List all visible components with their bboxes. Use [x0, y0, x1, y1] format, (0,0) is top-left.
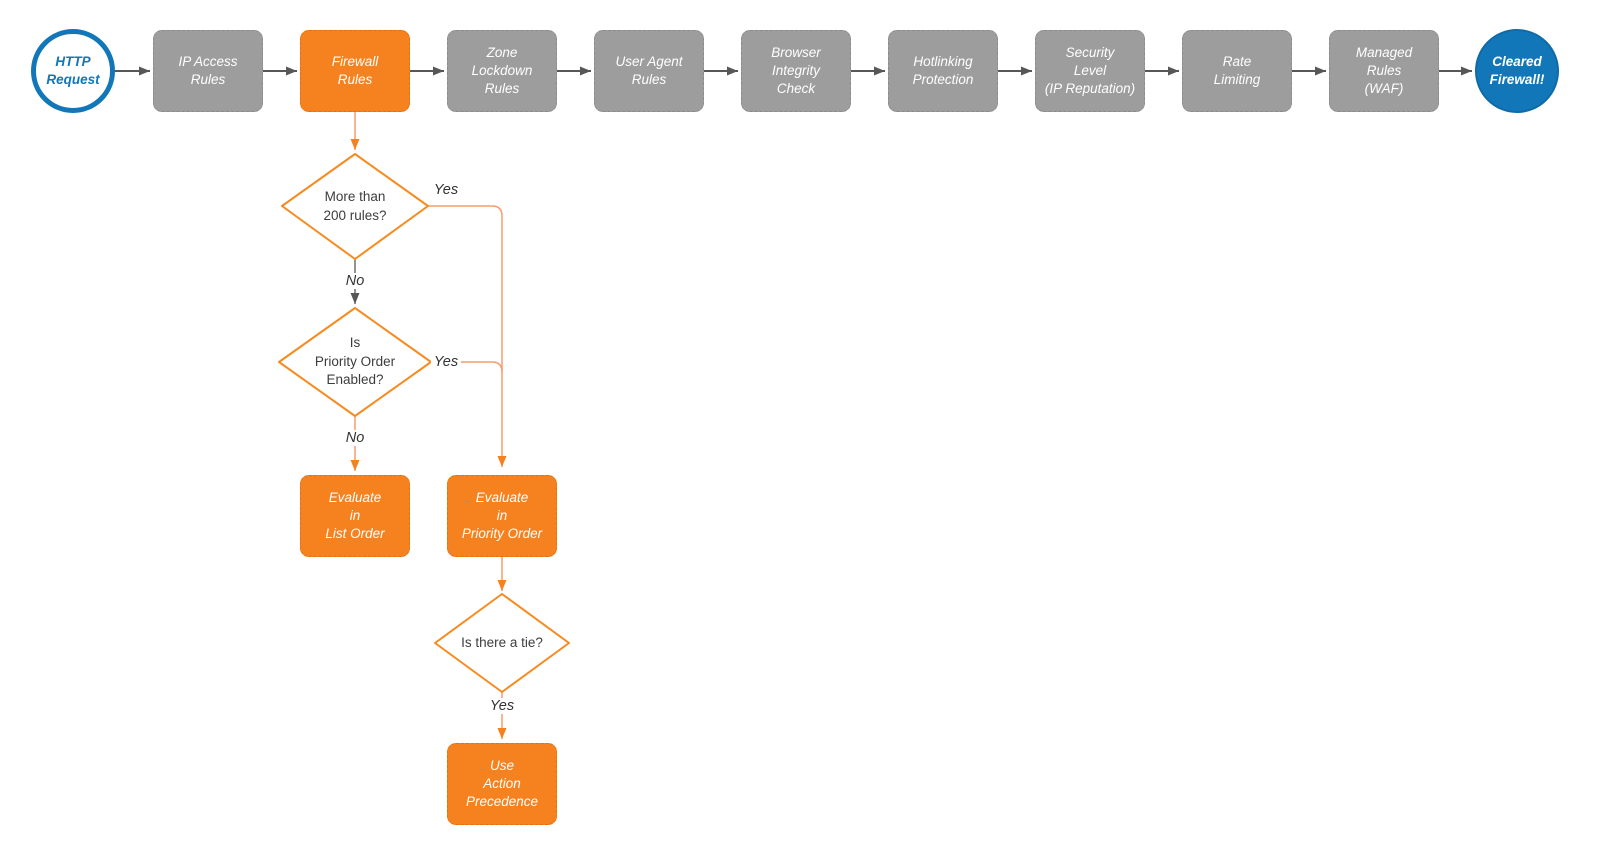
edge-decision2-yes-join [431, 361, 503, 373]
stage-security-level-ip-reputation: Security Level (IP Reputation) [1035, 30, 1145, 112]
action-evaluate-in-priority-order: Evaluate in Priority Order [447, 475, 557, 557]
stage-label: User Agent Rules [615, 54, 683, 87]
stage-ip-access-rules: IP Access Rules [153, 30, 263, 112]
stage-browser-integrity-check: Browser Integrity Check [741, 30, 851, 112]
stage-hotlinking-protection: Hotlinking Protection [888, 30, 998, 112]
decision-is-there-a-tie-shape [434, 593, 570, 693]
action-evaluate-in-list-order: Evaluate in List Order [300, 475, 410, 557]
decision-is-there-a-tie: Is there a tie? [435, 594, 569, 692]
stage-label: Browser Integrity Check [771, 45, 821, 96]
edge-label-decision2-yes: Yes [430, 354, 462, 370]
stage-label: Firewall Rules [331, 54, 379, 87]
decision-priority-order-enabled: Is Priority Order Enabled? [279, 308, 431, 416]
action-label: Use Action Precedence [465, 758, 539, 809]
start-node-http-request: HTTP Request [31, 29, 115, 113]
edge-label-decision2-no: No [342, 430, 368, 446]
edge-label-decision1-no: No [342, 273, 368, 289]
stage-label: Managed Rules (WAF) [1355, 45, 1413, 96]
decision-label: Is there a tie? [461, 634, 543, 650]
stage-user-agent-rules: User Agent Rules [594, 30, 704, 112]
stage-label: IP Access Rules [178, 54, 238, 87]
stage-label: Zone Lockdown Rules [471, 45, 533, 96]
stage-label: Hotlinking Protection [912, 54, 974, 87]
edge-decision1-yes-to-priority-order [428, 205, 507, 467]
stage-rate-limiting: Rate Limiting [1182, 30, 1292, 112]
stage-managed-rules-waf: Managed Rules (WAF) [1329, 30, 1439, 112]
stage-label: Security Level (IP Reputation) [1044, 45, 1136, 96]
stage-zone-lockdown-rules: Zone Lockdown Rules [447, 30, 557, 112]
decision-priority-order-enabled-shape [278, 307, 432, 417]
end-node-cleared-firewall: Cleared Firewall! [1475, 29, 1559, 113]
edge-label-decision1-yes: Yes [430, 182, 462, 198]
decision-label: More than 200 rules? [323, 188, 387, 223]
edge-label-decision3-yes: Yes [486, 698, 518, 714]
action-label: Evaluate in Priority Order [461, 490, 543, 541]
decision-more-than-200-rules: More than 200 rules? [282, 154, 428, 259]
action-use-action-precedence: Use Action Precedence [447, 743, 557, 825]
action-label: Evaluate in List Order [325, 490, 385, 541]
decision-label: Is Priority Order Enabled? [314, 334, 396, 388]
stage-label: Rate Limiting [1213, 54, 1261, 87]
start-node-label: HTTP Request [46, 54, 100, 87]
end-node-label: Cleared Firewall! [1489, 54, 1545, 87]
stage-firewall-rules: Firewall Rules [300, 30, 410, 112]
decision-more-than-200-rules-shape [281, 153, 429, 260]
